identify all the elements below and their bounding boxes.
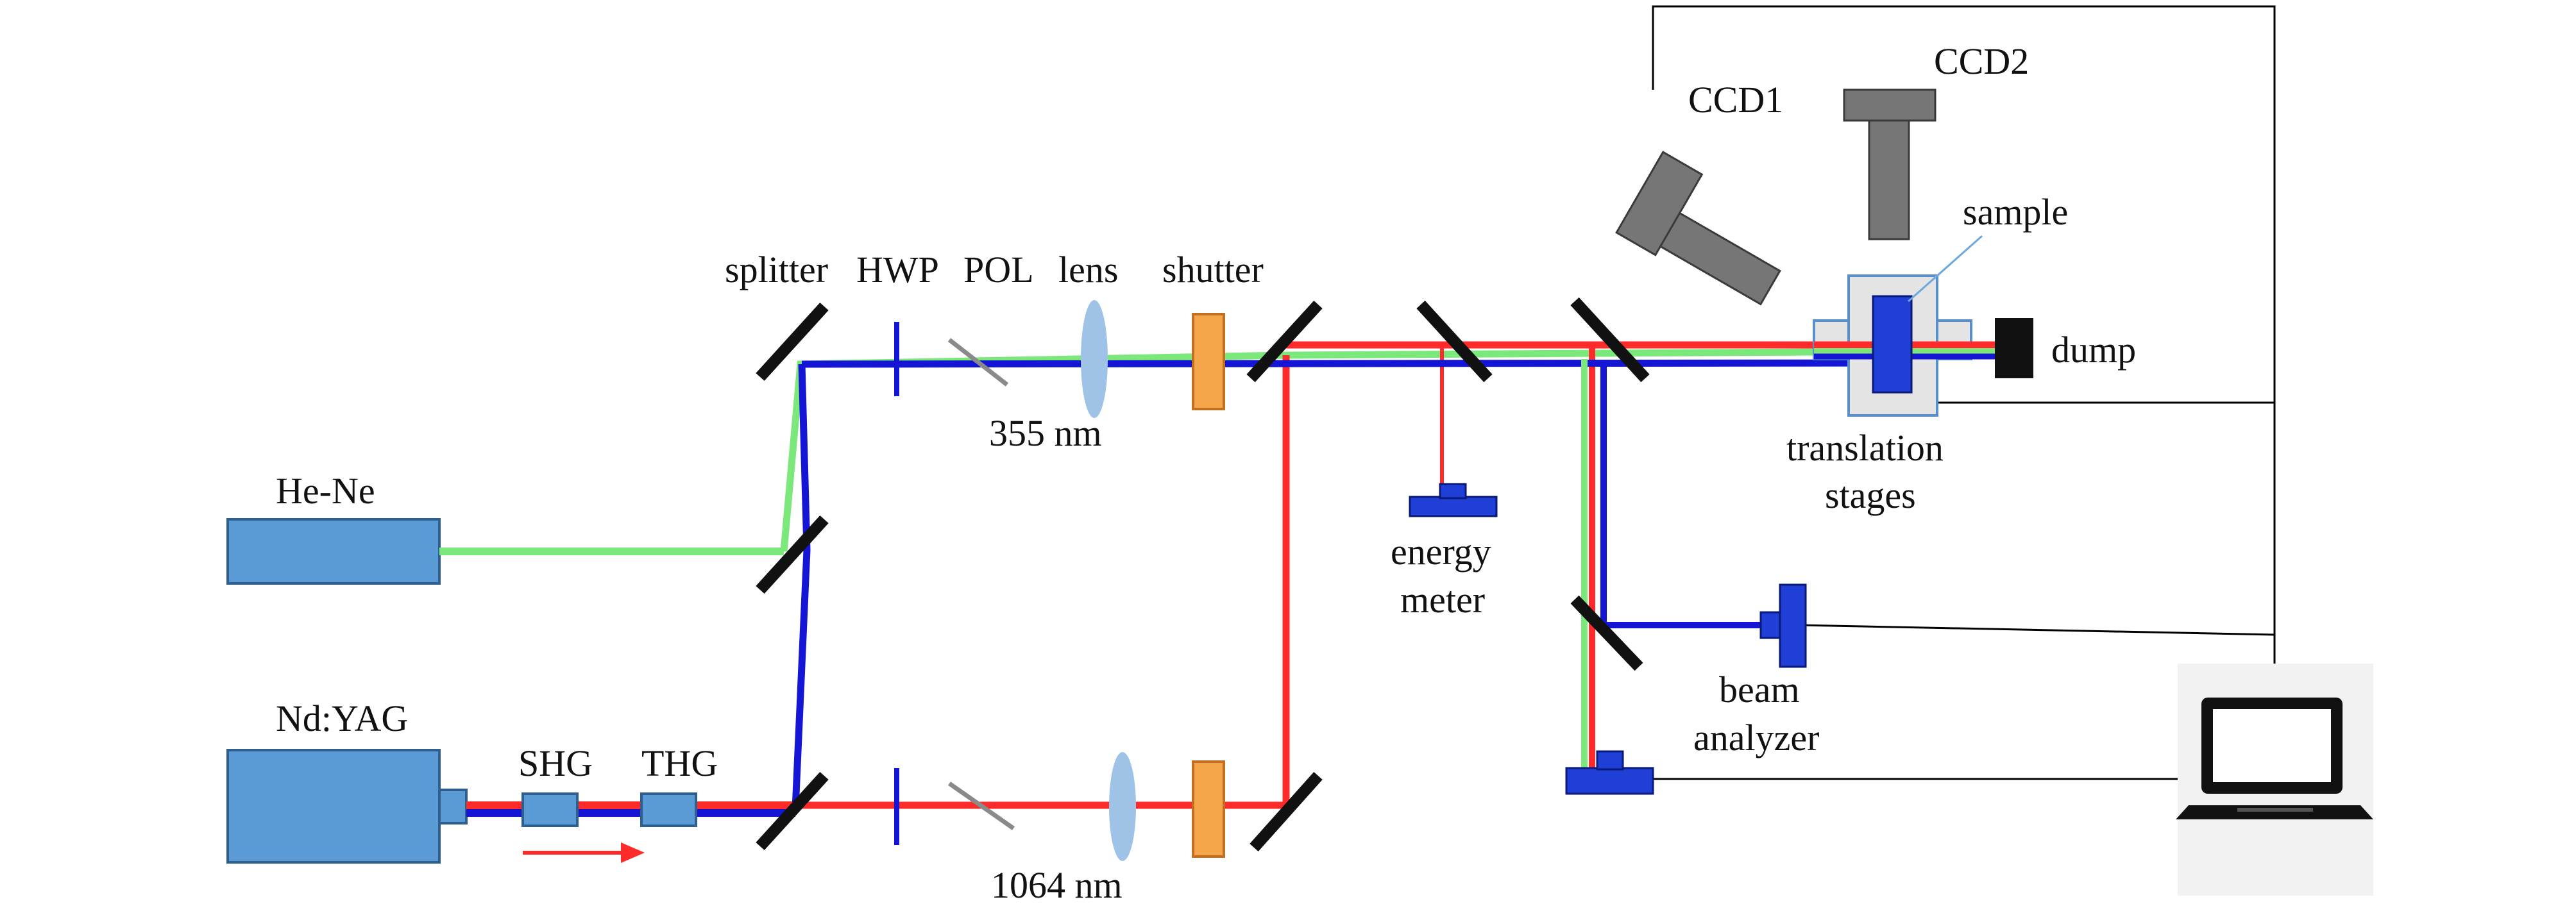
nd-yag-laser bbox=[226, 749, 468, 864]
lens-upper bbox=[1081, 300, 1108, 418]
sample-leader-line bbox=[1908, 235, 1983, 303]
lenses bbox=[1081, 300, 1136, 861]
beams bbox=[439, 341, 1995, 817]
splitter-label: splitter bbox=[725, 249, 828, 290]
ccd1-label: CCD1 bbox=[1688, 79, 1783, 121]
shutter-upper bbox=[1192, 313, 1225, 410]
energy-meter-label-line2: meter bbox=[1400, 579, 1485, 621]
splitter-mirror bbox=[756, 302, 829, 381]
thg-label: THG bbox=[641, 742, 718, 784]
thg-crystal bbox=[640, 792, 697, 827]
lens-label: lens bbox=[1058, 249, 1118, 290]
beam-analyzer-label-line1: beam bbox=[1719, 669, 1800, 710]
ccd1-camera bbox=[1615, 151, 1781, 306]
translation-stages-label-line1: translation bbox=[1786, 427, 1944, 469]
sample-label: sample bbox=[1963, 191, 2068, 233]
dump-label: dump bbox=[2051, 329, 2136, 371]
translation-stages-label-line2: stages bbox=[1825, 474, 1916, 516]
analyzer-pickoff-1 bbox=[1570, 297, 1650, 383]
shutter-label: shutter bbox=[1162, 249, 1264, 290]
ccd2-camera bbox=[1843, 88, 1936, 240]
pol-lower bbox=[947, 782, 1015, 830]
bottom-detector bbox=[1565, 750, 1654, 795]
shg-crystal bbox=[521, 792, 579, 827]
wavelength-355-label: 355 nm bbox=[989, 412, 1102, 454]
shutter-lower bbox=[1192, 760, 1225, 858]
shutters bbox=[1192, 313, 1225, 858]
nd-yag-turn-mirror bbox=[756, 771, 829, 851]
beam-direction-arrow bbox=[523, 842, 645, 863]
polarizers bbox=[947, 338, 1015, 830]
mirrors bbox=[756, 297, 1650, 851]
hwp-label: HWP bbox=[856, 249, 939, 290]
sample bbox=[1872, 295, 1913, 394]
beam-analyzer bbox=[1759, 583, 1807, 668]
he-ne-label: He-Ne bbox=[276, 470, 375, 512]
control-wires bbox=[1626, 5, 2276, 780]
ccd2-label: CCD2 bbox=[1934, 40, 2029, 82]
bottom-right-mirror bbox=[1250, 772, 1323, 851]
nd-yag-label: Nd:YAG bbox=[276, 698, 408, 739]
beam-dump bbox=[1995, 318, 2033, 378]
beam-analyzer-label-line2: analyzer bbox=[1693, 717, 1819, 758]
energy-meter-label-line1: energy bbox=[1391, 531, 1491, 573]
laptop-icon bbox=[2176, 664, 2373, 896]
he-ne-laser bbox=[226, 518, 441, 585]
labels: He-Ne Nd:YAG SHG THG splitter HWP POL le… bbox=[276, 40, 2136, 904]
combiner-mirror bbox=[1246, 300, 1323, 383]
he-ne-combiner-mirror bbox=[756, 515, 829, 594]
analyzer-pickoff-2 bbox=[1570, 595, 1643, 671]
wavelength-1064-label: 1064 nm bbox=[991, 864, 1123, 904]
shg-label: SHG bbox=[518, 742, 593, 784]
lens-lower bbox=[1109, 752, 1136, 861]
pol-label: POL bbox=[963, 249, 1034, 290]
pol-upper bbox=[947, 338, 1009, 387]
energy-meter bbox=[1409, 483, 1498, 517]
energy-meter-pickoff bbox=[1416, 300, 1493, 383]
